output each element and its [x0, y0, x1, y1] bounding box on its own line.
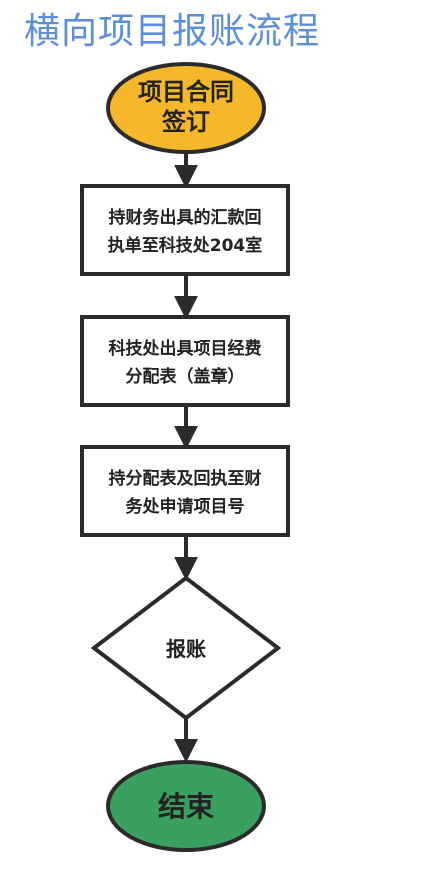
step1-line1: 持财务出具的汇款回	[109, 207, 262, 228]
end-node-label: 结束	[158, 790, 214, 823]
start-node: 项目合同 签订	[106, 62, 266, 154]
step3-box: 持分配表及回执至财 务处申请项目号	[80, 445, 290, 537]
page-title: 横向项目报账流程	[24, 11, 321, 52]
step3-line2: 务处申请项目号	[126, 496, 245, 517]
end-node: 结束	[106, 760, 266, 852]
step2-line1: 科技处出具项目经费	[109, 338, 262, 359]
step2-box: 科技处出具项目经费 分配表（盖章）	[80, 315, 290, 407]
decision-diamond: 报账	[90, 575, 282, 721]
step1-line2: 执单至科技处204室	[108, 235, 263, 256]
start-node-line2: 签订	[161, 108, 210, 136]
start-node-line1: 项目合同	[138, 78, 234, 106]
step3-line1: 持分配表及回执至财	[109, 468, 262, 489]
step1-box: 持财务出具的汇款回 执单至科技处204室	[80, 184, 290, 276]
decision-label: 报账	[166, 637, 206, 661]
step2-line2: 分配表（盖章）	[126, 366, 245, 387]
